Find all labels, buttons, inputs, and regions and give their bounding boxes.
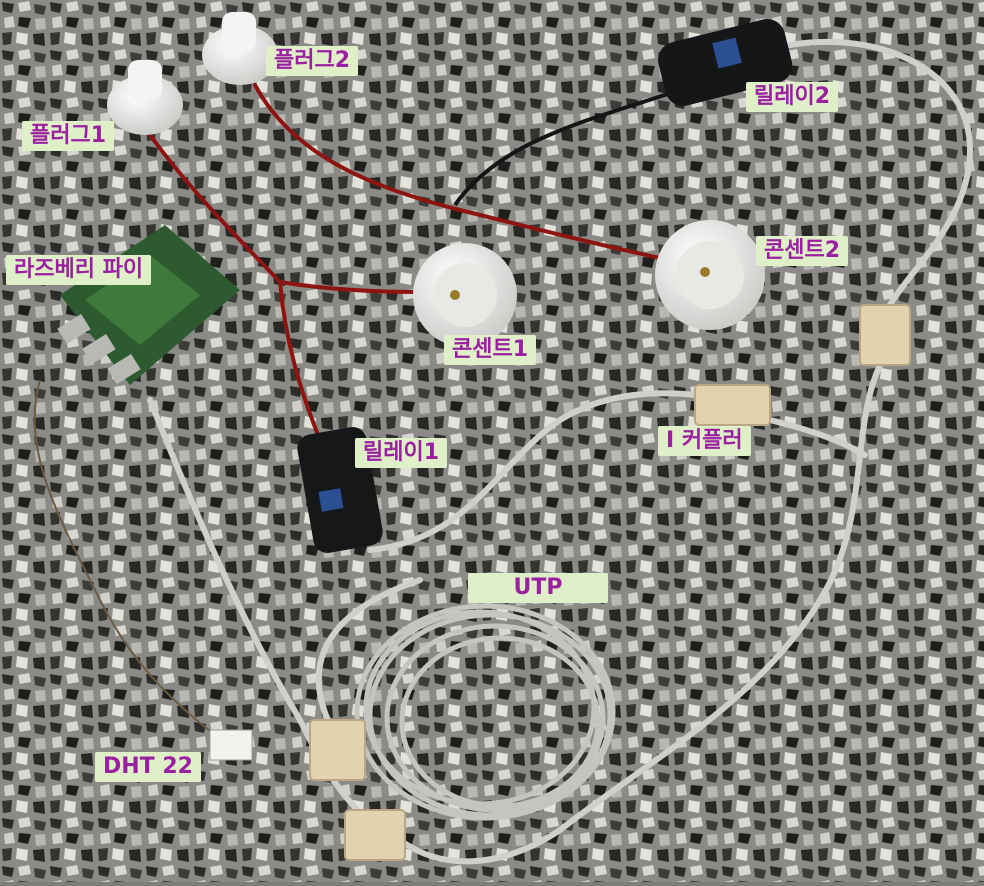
- label-raspberry-pi: 라즈베리 파이: [6, 255, 152, 285]
- grey-cables: [147, 38, 974, 865]
- dht22-sensor: [209, 729, 253, 761]
- coupler-bottom-left: [309, 719, 366, 781]
- sensor-wire: [33, 379, 216, 736]
- label-relay-1: 릴레이1: [355, 438, 448, 468]
- label-relay-2: 릴레이2: [746, 82, 839, 112]
- label-plug-2: 플러그2: [266, 46, 359, 76]
- plug-1: [107, 60, 183, 135]
- label-outlet-1: 콘센트1: [444, 335, 537, 365]
- coupler-middle: [694, 384, 771, 426]
- red-wires: [148, 83, 662, 442]
- label-dht22: DHT 22: [95, 752, 201, 782]
- outlet-1: [413, 243, 517, 347]
- coupler-top-right: [859, 304, 911, 366]
- couplers: [309, 304, 911, 861]
- label-plug-1: 플러그1: [22, 121, 115, 151]
- label-coupler: I 커플러: [658, 426, 751, 456]
- outlet-2: [655, 220, 765, 330]
- label-outlet-2: 콘센트2: [756, 236, 849, 266]
- coupler-bottom: [344, 809, 406, 861]
- black-wire: [453, 88, 681, 207]
- label-utp: UTP: [468, 573, 608, 603]
- plug-2: [202, 12, 278, 85]
- utp-coil: [354, 603, 616, 821]
